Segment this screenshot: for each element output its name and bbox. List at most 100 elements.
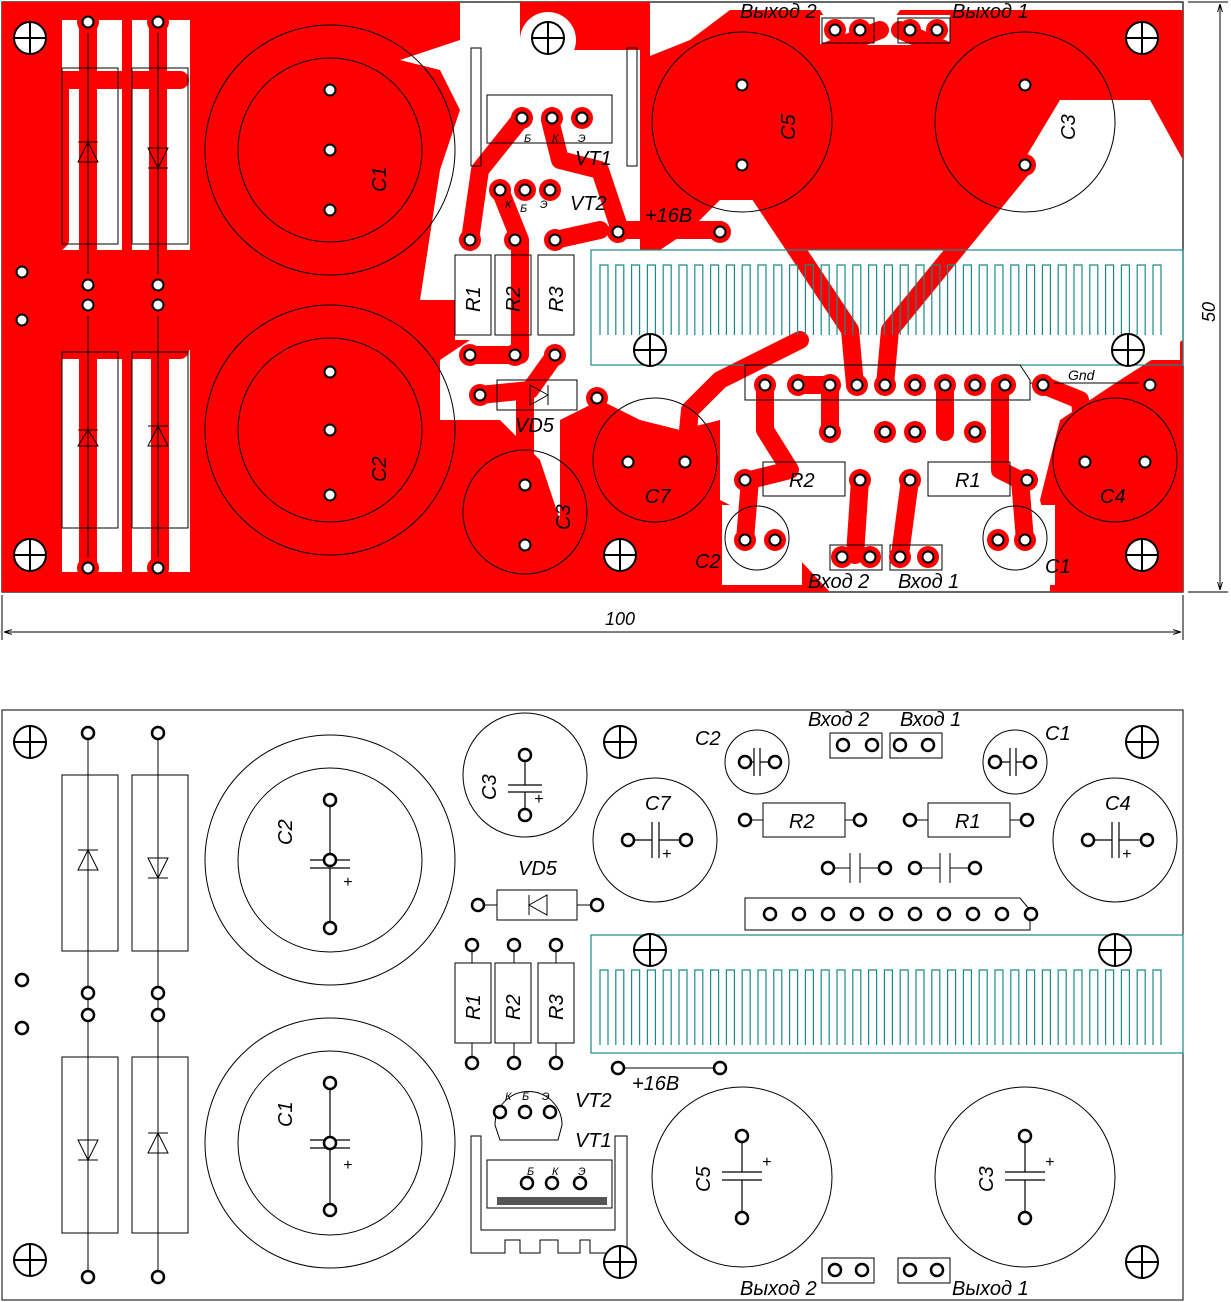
- pad-hole: [548, 348, 562, 362]
- pad: [929, 1262, 945, 1278]
- vt1-pin-b-bottom: Б: [527, 1166, 534, 1178]
- pad-hole: [575, 111, 589, 125]
- label-r2s-bottom: R2: [789, 811, 815, 833]
- pad-hole: [823, 378, 837, 392]
- pad-hole: [938, 378, 952, 392]
- dimension-width-label: 100: [605, 609, 635, 629]
- pad: [907, 906, 923, 922]
- label-r1-top: R1: [463, 286, 485, 312]
- pad-hole: [968, 425, 982, 439]
- pad: [14, 972, 30, 988]
- label-c3s-top: C3: [553, 504, 575, 530]
- pad-hole: [323, 365, 337, 379]
- label-vt2-b-top: Б: [520, 203, 527, 215]
- pad-hole: [81, 561, 95, 575]
- plus-c2-bottom: +: [343, 874, 352, 891]
- vt1-pin-e-bottom: Э: [578, 1166, 586, 1178]
- pad: [150, 1007, 166, 1023]
- pad: [820, 860, 836, 876]
- pad: [892, 737, 908, 753]
- label-c4-bottom: C4: [1105, 793, 1131, 815]
- pad: [470, 897, 486, 913]
- pad: [994, 906, 1010, 922]
- plus-c1-bottom: +: [343, 1157, 352, 1174]
- pad-hole: [545, 111, 559, 125]
- pad-hole: [878, 378, 892, 392]
- vt2-pin-b-bottom: Б: [522, 1091, 529, 1103]
- heatsink-bottom: [590, 934, 1184, 1054]
- pad-hole: [835, 550, 849, 564]
- pad-hole: [1018, 533, 1032, 547]
- pad-hole: [463, 348, 477, 362]
- label-c7-bottom: C7: [645, 793, 671, 815]
- pad: [322, 1135, 338, 1151]
- pad-hole: [735, 78, 749, 92]
- pad-hole: [548, 233, 562, 247]
- label-r2-top: R2: [503, 286, 525, 312]
- pad-hole: [508, 348, 522, 362]
- label-out2-top: Выход 2: [740, 1, 817, 23]
- label-vt2-e-top: Э: [540, 199, 548, 211]
- pad-hole: [1020, 473, 1034, 487]
- pad-hole: [738, 533, 752, 547]
- pad-hole: [863, 550, 877, 564]
- pad: [877, 860, 893, 876]
- pad: [820, 906, 836, 922]
- pad-hole: [1018, 78, 1032, 92]
- pad: [542, 1104, 558, 1120]
- label-in1-top: Вход 1: [898, 571, 959, 593]
- bottom-board: [1, 709, 1184, 1301]
- pad: [517, 747, 533, 763]
- pad: [767, 754, 783, 770]
- pad: [1139, 832, 1155, 848]
- plus-c7-bottom: +: [662, 846, 671, 863]
- label-out2-bottom: Выход 2: [740, 1278, 817, 1300]
- vt1-pin-k-bottom: К: [552, 1166, 559, 1178]
- label-vt1-top: VT1: [575, 148, 612, 170]
- pad: [544, 1175, 560, 1191]
- label-plus16-top: +16В: [645, 205, 692, 227]
- pad-hole: [893, 550, 907, 564]
- pad-hole: [758, 378, 772, 392]
- pad: [572, 1175, 588, 1191]
- pad: [548, 1055, 564, 1071]
- top-mounting-holes: [13, 21, 1159, 572]
- pad-hole: [81, 278, 95, 292]
- pad: [1080, 832, 1096, 848]
- pad-hole: [473, 388, 487, 402]
- pad-hole: [908, 425, 922, 439]
- pad-hole: [853, 23, 867, 37]
- label-vt1-bottom: VT1: [575, 1130, 612, 1152]
- pad-hole: [1143, 378, 1157, 392]
- pad: [878, 906, 894, 922]
- label-vt2-k-top: К: [505, 199, 512, 211]
- label-in2-top: Вход 2: [808, 571, 869, 593]
- label-r1s-bottom: R1: [955, 811, 981, 833]
- bottom-mounting-holes: [13, 725, 1159, 1279]
- pad: [150, 1269, 166, 1285]
- pad: [1017, 1210, 1033, 1226]
- label-c1s-top: C1: [1045, 556, 1071, 578]
- pad-hole: [878, 425, 892, 439]
- pad-hole: [81, 298, 95, 312]
- pad-hole: [15, 313, 29, 327]
- pad-hole: [590, 391, 604, 405]
- pad: [712, 1060, 728, 1076]
- plus-c3-bottom: +: [1045, 1154, 1054, 1171]
- pad: [464, 937, 480, 953]
- label-c2-bottom: C2: [275, 819, 297, 845]
- label-c5-bottom: C5: [693, 1166, 715, 1192]
- label-gnd-top: Gnd: [1068, 367, 1096, 383]
- pad-hole: [323, 423, 337, 437]
- pad: [902, 1262, 918, 1278]
- pad-hole: [791, 378, 805, 392]
- plus-c3s-bottom: +: [534, 791, 543, 808]
- label-c2-top: C2: [369, 456, 391, 482]
- pad-hole: [968, 378, 982, 392]
- pad: [517, 807, 533, 823]
- pad-hole: [151, 561, 165, 575]
- pad-hole: [823, 425, 837, 439]
- pad-hole: [713, 225, 727, 239]
- pad: [80, 985, 96, 1001]
- label-c1-bottom: C1: [275, 1101, 297, 1127]
